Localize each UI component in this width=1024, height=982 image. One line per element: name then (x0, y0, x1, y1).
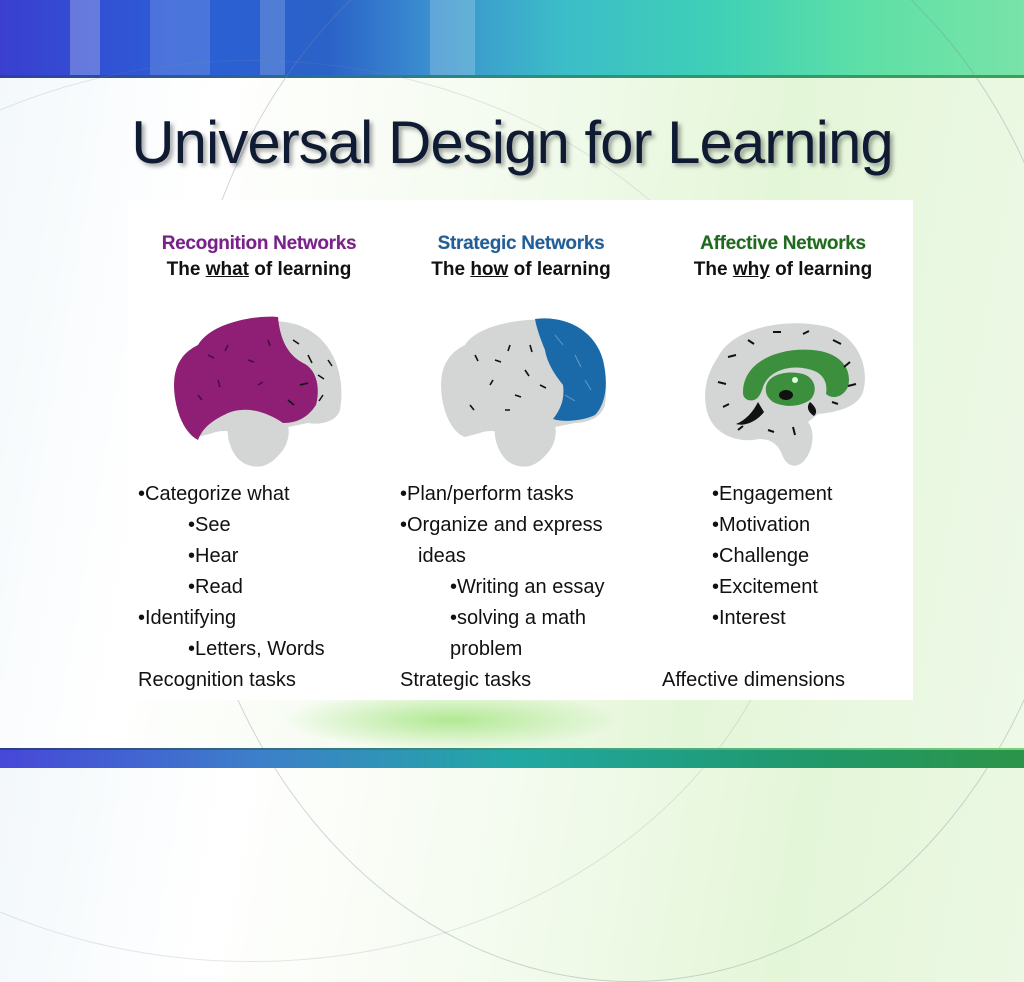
recognition-subheading: The what of learning (128, 259, 390, 281)
list-item: •Identifying (138, 607, 237, 629)
list-item: •Organize and express (400, 514, 603, 536)
list-item: Affective dimensions (662, 669, 846, 691)
sub-emphasis: why (732, 259, 770, 280)
affective-subheading: The why of learning (652, 259, 914, 281)
list-item: •Interest (712, 607, 786, 629)
decor-glow (280, 690, 620, 750)
list-item: •See (188, 514, 231, 536)
footer-decoration-band (0, 748, 1024, 768)
list-item: •Letters, Words (188, 638, 325, 660)
decor-streak (70, 0, 100, 78)
brain-recognition-icon (174, 316, 342, 467)
list-item: •Writing an essay (450, 576, 605, 598)
recognition-heading: Recognition Networks (161, 233, 357, 254)
list-item: •Challenge (712, 545, 810, 567)
list-item: •Engagement (712, 483, 833, 505)
affective-heading: Affective Networks (700, 233, 866, 254)
sub-emphasis: what (205, 259, 249, 280)
brain-affective-icon (705, 323, 865, 466)
strategic-heading: Strategic Networks (437, 233, 605, 254)
list-item: •Excitement (712, 576, 818, 598)
sub-suffix: of learning (248, 259, 352, 280)
sub-suffix: of learning (769, 259, 873, 280)
list-item: ideas (418, 545, 466, 567)
list-item: problem (450, 638, 523, 660)
sub-suffix: of learning (508, 259, 611, 280)
list-item: Recognition tasks (138, 669, 296, 691)
brain-strategic-icon (441, 318, 607, 467)
recognition-column: Recognition Networks The what of learnin… (128, 233, 390, 281)
sub-emphasis: how (470, 259, 509, 280)
list-item: •Plan/perform tasks (400, 483, 574, 505)
slide-title: Universal Design for Learning (131, 109, 893, 176)
list-item: •Motivation (712, 514, 811, 536)
list-item: •Hear (188, 545, 239, 567)
list-item: •Categorize what (138, 483, 290, 505)
strategic-subheading: The how of learning (390, 259, 652, 281)
sub-prefix: The (166, 259, 206, 280)
networks-panel: Recognition Networks The what of learnin… (128, 200, 913, 700)
list-item: Strategic tasks (400, 669, 532, 691)
strategic-column: Strategic Networks The how of learning (390, 233, 652, 281)
affective-column: Affective Networks The why of learning (652, 233, 914, 281)
list-item: •solving a math (450, 607, 586, 629)
list-item: •Read (188, 576, 243, 598)
sub-prefix: The (693, 259, 733, 280)
sub-prefix: The (431, 259, 471, 280)
